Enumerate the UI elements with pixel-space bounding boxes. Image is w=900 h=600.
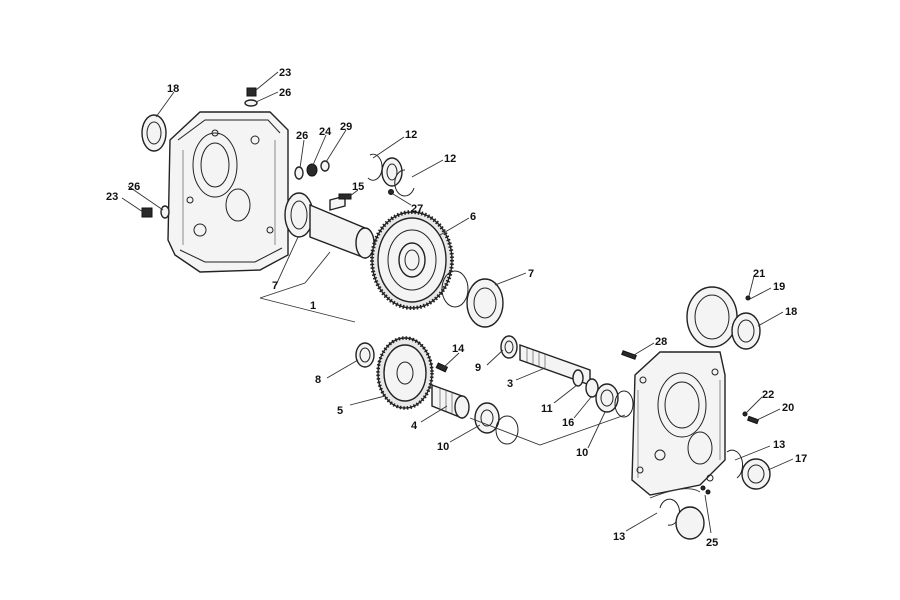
callout-28: 28: [655, 336, 667, 348]
callout-25: 25: [706, 537, 718, 549]
callout-26-mid: 26: [296, 130, 308, 142]
plug-23-left: [141, 205, 170, 219]
input-shaft-3: [500, 335, 634, 418]
intermediate-gear-5: [355, 336, 434, 410]
callout-21: 21: [753, 268, 765, 280]
callout-24: 24: [319, 126, 332, 138]
circlips-12-spacer-27: [367, 153, 415, 197]
callout-13-lower: 13: [613, 531, 625, 543]
large-gear-6: [370, 210, 454, 310]
callout-13-upper: 13: [773, 439, 785, 451]
callout-20: 20: [782, 402, 794, 414]
callout-19: 19: [773, 281, 785, 293]
callout-labels: 23 26 18 26 24 29 12 12 15 27 6 26 23 7 …: [106, 67, 807, 549]
callout-1: 1: [310, 300, 316, 312]
small-parts-26-24-29: [294, 160, 330, 180]
callout-6: 6: [470, 211, 476, 223]
callout-7-left: 7: [272, 280, 278, 292]
callout-26-left: 26: [128, 181, 140, 193]
callout-9: 9: [475, 362, 481, 374]
callout-27: 27: [411, 203, 423, 215]
seal-18-left: [141, 114, 167, 152]
right-housing: [631, 351, 726, 496]
callout-3: 3: [507, 378, 513, 390]
callout-10-left: 10: [437, 441, 449, 453]
callout-12-upper: 12: [405, 129, 417, 141]
callout-23-top: 23: [279, 67, 291, 79]
left-housing: [167, 111, 289, 273]
callout-16: 16: [562, 417, 574, 429]
callout-26-top: 26: [279, 87, 291, 99]
callout-14: 14: [452, 343, 465, 355]
callout-4: 4: [411, 420, 418, 432]
seal-18-right: [731, 312, 761, 350]
callout-10-right: 10: [576, 447, 588, 459]
callout-23-left: 23: [106, 191, 118, 203]
leader-lines: [121, 71, 794, 534]
callout-29: 29: [340, 121, 352, 133]
callout-18-right: 18: [785, 306, 797, 318]
callout-5: 5: [337, 405, 343, 417]
callout-8: 8: [315, 374, 321, 386]
callout-18-left: 18: [167, 83, 179, 95]
callout-11: 11: [541, 403, 553, 415]
output-shaft-1: [284, 192, 375, 260]
plug-23-top: [244, 87, 258, 107]
bearing-7-right: [441, 270, 504, 328]
callout-22: 22: [762, 389, 774, 401]
callout-15: 15: [352, 181, 364, 193]
callout-17: 17: [795, 453, 807, 465]
callout-7-right: 7: [528, 268, 534, 280]
callout-12-lower: 12: [444, 153, 456, 165]
pinion-shaft-4: [431, 362, 519, 445]
